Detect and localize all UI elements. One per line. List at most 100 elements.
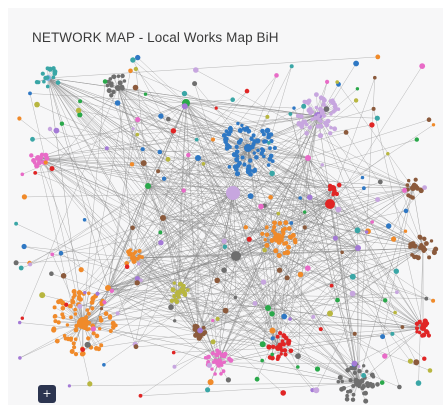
network-node[interactable] bbox=[90, 326, 96, 332]
network-node[interactable] bbox=[304, 131, 309, 136]
network-node[interactable] bbox=[303, 119, 308, 124]
network-node[interactable] bbox=[170, 287, 176, 293]
network-node[interactable] bbox=[49, 271, 54, 277]
network-node[interactable] bbox=[56, 320, 61, 325]
network-node[interactable] bbox=[172, 281, 176, 285]
network-node[interactable] bbox=[58, 250, 64, 256]
network-node[interactable] bbox=[73, 307, 78, 312]
network-node[interactable] bbox=[328, 184, 334, 190]
network-node[interactable] bbox=[284, 275, 290, 281]
network-node[interactable] bbox=[47, 66, 53, 72]
network-node[interactable] bbox=[335, 206, 342, 213]
network-node[interactable] bbox=[39, 292, 46, 299]
network-node[interactable] bbox=[301, 103, 307, 109]
network-node[interactable] bbox=[286, 338, 292, 344]
network-node[interactable] bbox=[213, 358, 218, 363]
network-node[interactable] bbox=[128, 68, 133, 74]
network-node[interactable] bbox=[299, 124, 305, 130]
network-node[interactable] bbox=[21, 243, 27, 250]
network-node[interactable] bbox=[351, 360, 358, 367]
network-node[interactable] bbox=[246, 164, 252, 170]
network-node[interactable] bbox=[415, 326, 419, 331]
network-node[interactable] bbox=[31, 158, 36, 163]
network-node[interactable] bbox=[181, 90, 188, 97]
network-node[interactable] bbox=[276, 267, 283, 273]
network-node[interactable] bbox=[258, 203, 264, 210]
network-node[interactable] bbox=[247, 168, 253, 173]
network-node[interactable] bbox=[275, 236, 280, 240]
network-node[interactable] bbox=[262, 247, 267, 253]
network-node[interactable] bbox=[272, 146, 277, 150]
network-node[interactable] bbox=[248, 158, 253, 163]
network-node[interactable] bbox=[318, 327, 323, 332]
network-node[interactable] bbox=[210, 339, 216, 345]
network-node[interactable] bbox=[373, 75, 377, 80]
network-node[interactable] bbox=[292, 237, 298, 243]
network-node[interactable] bbox=[260, 128, 265, 134]
network-node[interactable] bbox=[317, 117, 322, 122]
network-node[interactable] bbox=[274, 73, 279, 78]
network-node[interactable] bbox=[170, 128, 177, 134]
network-node[interactable] bbox=[362, 186, 366, 191]
network-node[interactable] bbox=[329, 283, 334, 288]
network-node[interactable] bbox=[102, 79, 108, 84]
network-node[interactable] bbox=[277, 221, 283, 226]
network-node[interactable] bbox=[382, 353, 388, 359]
network-node[interactable] bbox=[263, 238, 267, 242]
network-node[interactable] bbox=[243, 128, 248, 132]
network-node[interactable] bbox=[246, 128, 252, 134]
network-node[interactable] bbox=[124, 261, 130, 266]
network-node[interactable] bbox=[351, 392, 356, 397]
network-node[interactable] bbox=[102, 363, 106, 367]
network-node[interactable] bbox=[194, 137, 199, 142]
network-node[interactable] bbox=[246, 236, 252, 242]
network-node[interactable] bbox=[51, 327, 57, 333]
network-node[interactable] bbox=[332, 126, 338, 132]
network-node[interactable] bbox=[269, 238, 275, 243]
network-node[interactable] bbox=[271, 344, 276, 349]
network-node[interactable] bbox=[270, 352, 275, 357]
network-node[interactable] bbox=[210, 367, 214, 371]
network-node[interactable] bbox=[225, 377, 231, 383]
network-node[interactable] bbox=[120, 73, 125, 79]
network-node[interactable] bbox=[172, 364, 177, 369]
network-node[interactable] bbox=[175, 291, 181, 297]
network-node[interactable] bbox=[306, 98, 312, 104]
network-node[interactable] bbox=[73, 337, 78, 342]
network-node[interactable] bbox=[276, 253, 282, 259]
network-node[interactable] bbox=[290, 232, 296, 238]
network-node[interactable] bbox=[270, 336, 275, 341]
network-node[interactable] bbox=[83, 290, 87, 295]
network-graph[interactable] bbox=[8, 8, 443, 405]
network-node[interactable] bbox=[50, 252, 55, 257]
network-node[interactable] bbox=[216, 363, 221, 368]
network-node[interactable] bbox=[44, 156, 50, 161]
network-node[interactable] bbox=[415, 380, 422, 386]
network-node[interactable] bbox=[20, 172, 25, 177]
network-node[interactable] bbox=[85, 327, 90, 332]
network-node[interactable] bbox=[201, 325, 206, 330]
network-node[interactable] bbox=[297, 271, 304, 278]
network-node[interactable] bbox=[264, 225, 269, 230]
network-node[interactable] bbox=[78, 297, 83, 302]
network-node[interactable] bbox=[221, 267, 227, 274]
network-node[interactable] bbox=[267, 156, 273, 162]
network-node[interactable] bbox=[415, 186, 420, 191]
network-node[interactable] bbox=[75, 107, 82, 114]
network-node[interactable] bbox=[360, 175, 365, 180]
network-node[interactable] bbox=[182, 291, 187, 296]
network-node[interactable] bbox=[361, 384, 366, 389]
network-node[interactable] bbox=[105, 285, 111, 291]
network-node[interactable] bbox=[54, 338, 60, 344]
network-node[interactable] bbox=[314, 92, 319, 97]
network-node[interactable] bbox=[160, 215, 166, 221]
network-node[interactable] bbox=[40, 160, 45, 164]
network-node[interactable] bbox=[129, 162, 135, 167]
network-node[interactable] bbox=[137, 249, 142, 253]
network-node[interactable] bbox=[181, 103, 188, 110]
network-node[interactable] bbox=[332, 235, 338, 241]
network-node[interactable] bbox=[317, 133, 324, 139]
network-node[interactable] bbox=[217, 358, 223, 364]
network-node[interactable] bbox=[85, 308, 90, 312]
network-node[interactable] bbox=[242, 162, 247, 167]
